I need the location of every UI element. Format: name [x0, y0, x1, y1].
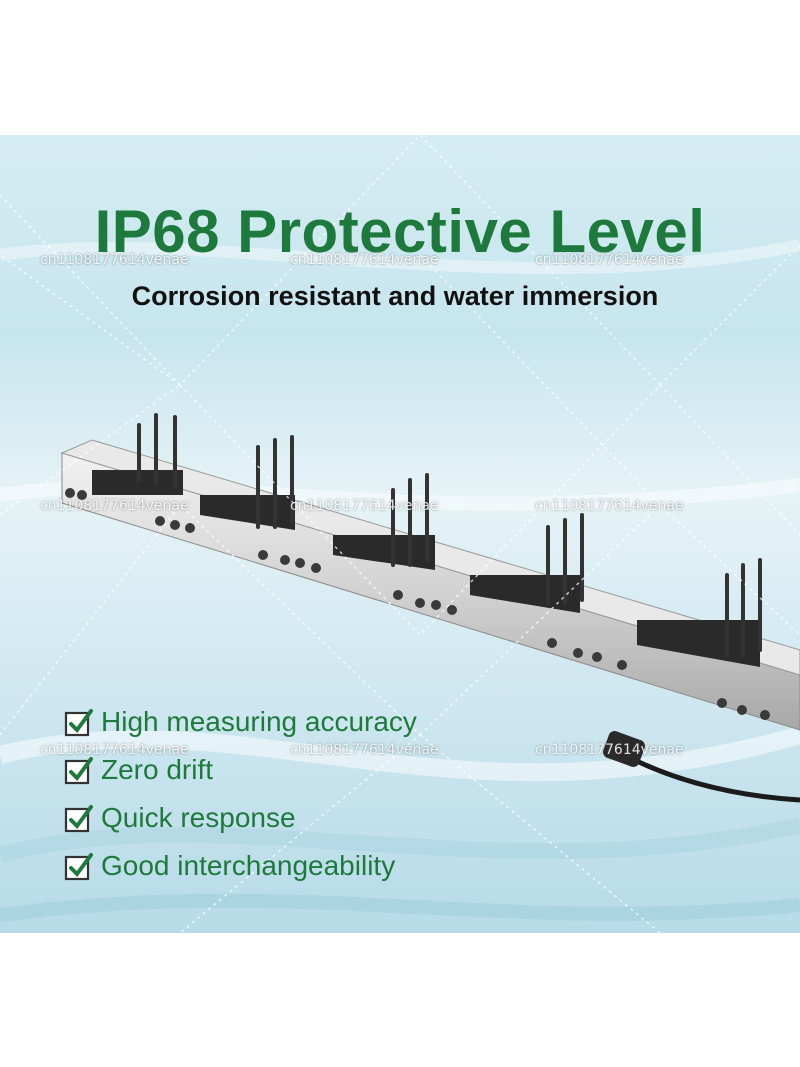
watermark-text: cn1108177614venae — [290, 252, 439, 268]
feature-item: Good interchangeability — [64, 842, 417, 890]
watermark-text: cn1108177614venae — [40, 742, 189, 758]
checkbox-checked-icon — [64, 757, 93, 785]
checkbox-checked-icon — [64, 853, 93, 881]
watermark-text: cn1108177614venae — [40, 498, 189, 514]
checkbox-checked-icon — [64, 709, 93, 737]
watermark-text: cn1108177614venae — [535, 742, 684, 758]
feature-list: High measuring accuracy Zero drift Quick… — [64, 698, 417, 890]
product-banner: cn1108177614venae cn1108177614venae cn11… — [0, 135, 800, 933]
headline-subtitle: Corrosion resistant and water immersion — [131, 281, 659, 311]
feature-label: Good interchangeability — [101, 850, 396, 881]
watermark-text: cn1108177614venae — [535, 252, 684, 268]
feature-label: High measuring accuracy — [101, 706, 417, 737]
watermark-text: cn1108177614venae — [290, 742, 439, 758]
watermark-text: cn1108177614venae — [40, 252, 189, 268]
feature-item: High measuring accuracy — [64, 698, 417, 746]
feature-label: Quick response — [101, 802, 296, 833]
watermark-text: cn1108177614venae — [290, 498, 439, 514]
watermark-text: cn1108177614venae — [535, 498, 684, 514]
headline-title: IP68 Protective Level — [94, 198, 706, 265]
checkbox-checked-icon — [64, 805, 93, 833]
feature-item: Zero drift — [64, 746, 417, 794]
sensor-illustration — [0, 135, 800, 933]
feature-label: Zero drift — [101, 754, 214, 785]
feature-item: Quick response — [64, 794, 417, 842]
